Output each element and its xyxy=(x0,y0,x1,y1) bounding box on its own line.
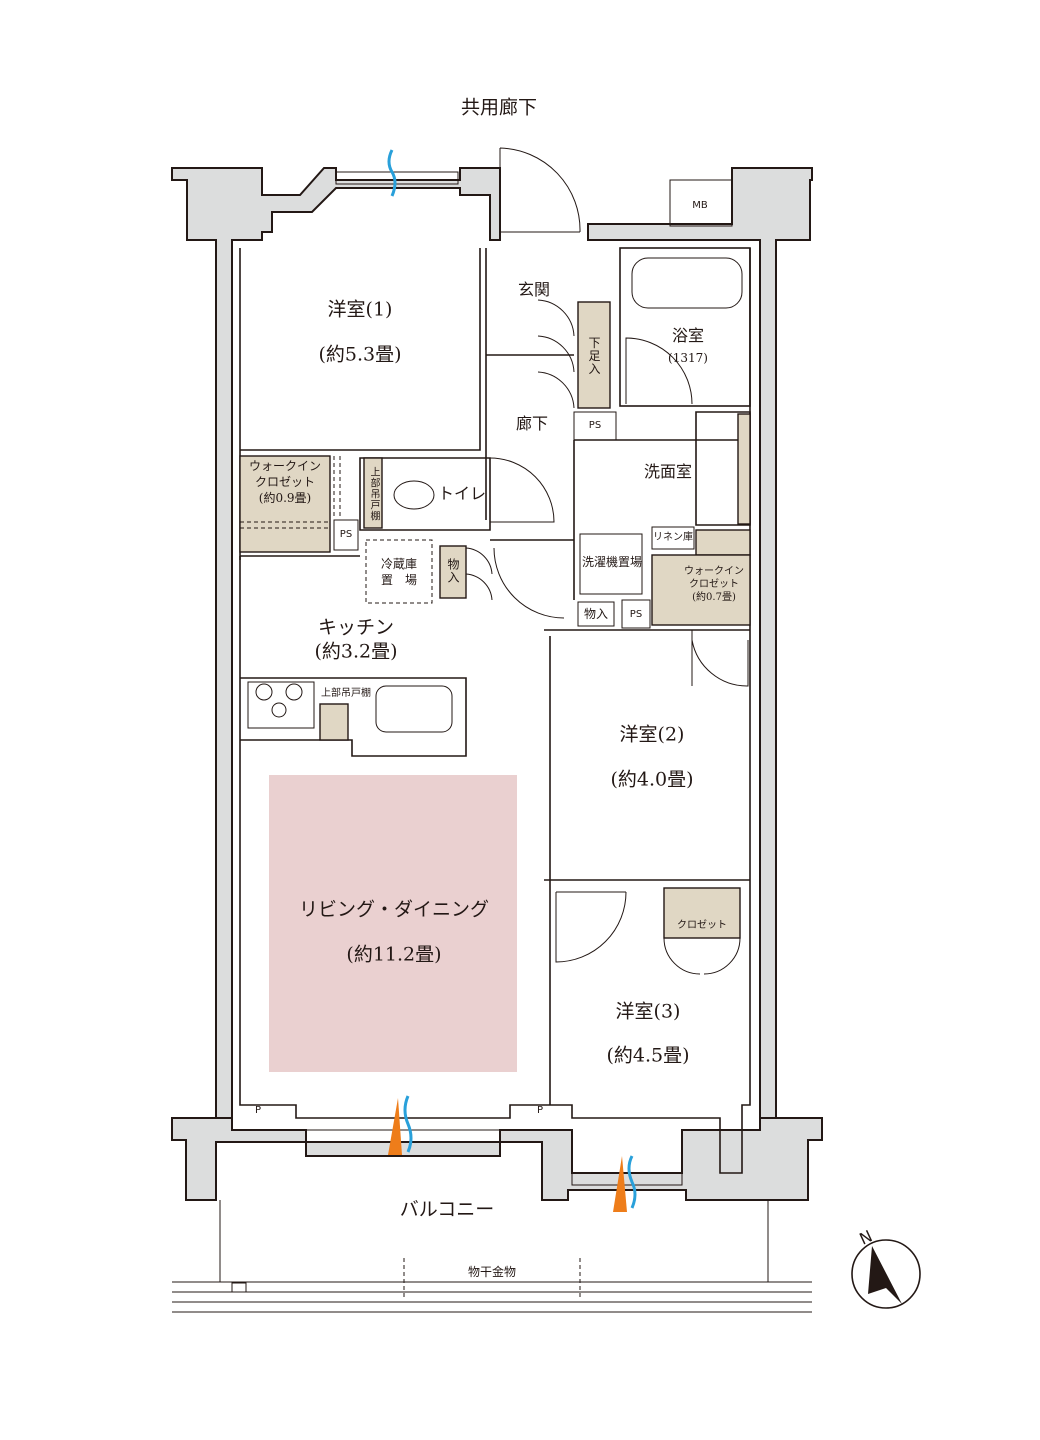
wic2-line3: (約0.7畳) xyxy=(692,592,736,603)
living-dining-highlight xyxy=(269,775,517,1072)
door-swing-icon xyxy=(493,547,565,619)
kitchen-cabinet-rect xyxy=(319,703,349,741)
meter-box-label: MB xyxy=(692,200,708,211)
ventilation-icon xyxy=(627,1155,637,1209)
wic1-line3: (約0.9畳) xyxy=(258,491,312,505)
wic1-dashes xyxy=(240,456,341,529)
north-arrow-icon xyxy=(851,1239,921,1309)
window-bottom-ldk xyxy=(305,1129,501,1143)
interior-outline xyxy=(239,248,751,1174)
room1-walls xyxy=(240,248,574,520)
fridge-space-rect xyxy=(365,539,433,604)
drying-hardware-label: 物干金物 xyxy=(467,1265,517,1279)
entrance-label: 玄関 xyxy=(517,280,551,299)
ps-label-1: PS xyxy=(588,420,602,431)
storage-b-label: 物入 xyxy=(583,607,609,621)
fridge-label-1: 冷蔵庫 xyxy=(380,557,418,571)
sink-icon xyxy=(375,685,453,733)
p-label-2: P xyxy=(536,1105,544,1116)
hallway-label: 廊下 xyxy=(515,414,549,433)
fridge-label-2: 置 場 xyxy=(380,573,418,587)
storage-b-rect xyxy=(577,601,615,627)
door-swing-icon xyxy=(489,457,555,523)
closet3-label: クロゼット xyxy=(677,920,727,931)
shoe-box-rect xyxy=(577,301,611,409)
door-swing-icon xyxy=(555,891,627,963)
window-bottom-room3 xyxy=(571,1172,683,1186)
linen-label: リネン庫 xyxy=(653,532,693,543)
ventilation-icon xyxy=(403,1095,413,1153)
closet3-rect xyxy=(663,887,741,939)
bath-label: 浴室 xyxy=(671,326,705,345)
storage-a-rect xyxy=(439,545,467,599)
door-swing-icon xyxy=(499,147,581,233)
ventilation-icon xyxy=(388,1098,402,1155)
p-label-1: P xyxy=(254,1105,262,1116)
wic2-line1: ウォークイン xyxy=(684,566,744,577)
drying-hardware-posts xyxy=(403,1258,581,1300)
bath-size: (1317) xyxy=(668,351,708,365)
wic2-line2: クロゼット xyxy=(689,579,739,590)
toilet-icon xyxy=(393,480,435,510)
toilet-cabinet-label: 上部吊戸棚 xyxy=(368,466,379,522)
door-swing-icon xyxy=(465,547,493,601)
door-swing-icon xyxy=(625,337,693,405)
wic2-rect xyxy=(651,554,751,626)
window-top xyxy=(335,171,459,185)
room1-area: (約5.3畳) xyxy=(318,343,402,366)
drain-icon xyxy=(231,1282,247,1293)
balcony-railing xyxy=(172,1200,812,1313)
stove-icon xyxy=(255,683,273,701)
linen-rect xyxy=(651,526,695,550)
toilet-label: トイレ xyxy=(437,484,487,503)
living-area: (約11.2畳) xyxy=(346,943,442,966)
washer-label: 洗濯機置場 xyxy=(581,555,643,569)
wall-top-left xyxy=(171,167,501,1119)
washer-rect xyxy=(579,533,643,595)
room3-name: 洋室(3) xyxy=(615,1000,681,1023)
stove-icon xyxy=(285,683,303,701)
wic1-line2: クロゼット xyxy=(254,475,316,489)
corridor-label: 共用廊下 xyxy=(460,96,538,119)
door-swing-icon xyxy=(663,937,741,975)
bath-room-rect xyxy=(619,247,751,407)
stove-icon xyxy=(271,702,287,718)
wic1-line1: ウォークイン xyxy=(248,459,322,473)
north-arrow-icon xyxy=(868,1246,902,1304)
storage-a-label: 物入 xyxy=(446,558,460,584)
wic1-rect xyxy=(239,455,331,553)
ps-box xyxy=(333,519,359,551)
bathtub-icon xyxy=(631,257,743,309)
balcony-label: バルコニー xyxy=(399,1198,495,1221)
ps-box xyxy=(621,599,651,629)
toilet-walls xyxy=(359,457,491,531)
room2-area: (約4.0畳) xyxy=(610,768,694,791)
room2-name: 洋室(2) xyxy=(619,723,685,746)
ps-label-3: PS xyxy=(629,609,643,620)
room3-area: (約4.5畳) xyxy=(606,1044,690,1067)
kitchen-name: キッチン xyxy=(317,616,395,639)
partition-walls xyxy=(239,539,750,1105)
shoe-box-label: 下足入 xyxy=(587,336,601,376)
door-swing-icon xyxy=(691,630,749,687)
toilet-cabinet-rect xyxy=(363,457,383,529)
washroom-label: 洗面室 xyxy=(643,462,693,481)
vanity-rect xyxy=(737,413,751,525)
living-name: リビング・ダイニング xyxy=(298,898,490,921)
kitchen-cabinet-label: 上部吊戸棚 xyxy=(321,688,371,699)
meter-box-outline xyxy=(669,179,733,227)
ventilation-icon xyxy=(387,149,397,197)
ventilation-icon xyxy=(613,1156,627,1212)
washroom-walls xyxy=(573,411,751,600)
door-swing-icon xyxy=(537,299,575,409)
stove-icon xyxy=(247,681,315,729)
room1-name: 洋室(1) xyxy=(327,298,393,321)
wall-top-right xyxy=(587,167,813,1119)
kitchen-area: (約3.2畳) xyxy=(314,640,398,663)
ps-label-2: PS xyxy=(339,529,353,540)
wic2-rect xyxy=(695,529,751,556)
